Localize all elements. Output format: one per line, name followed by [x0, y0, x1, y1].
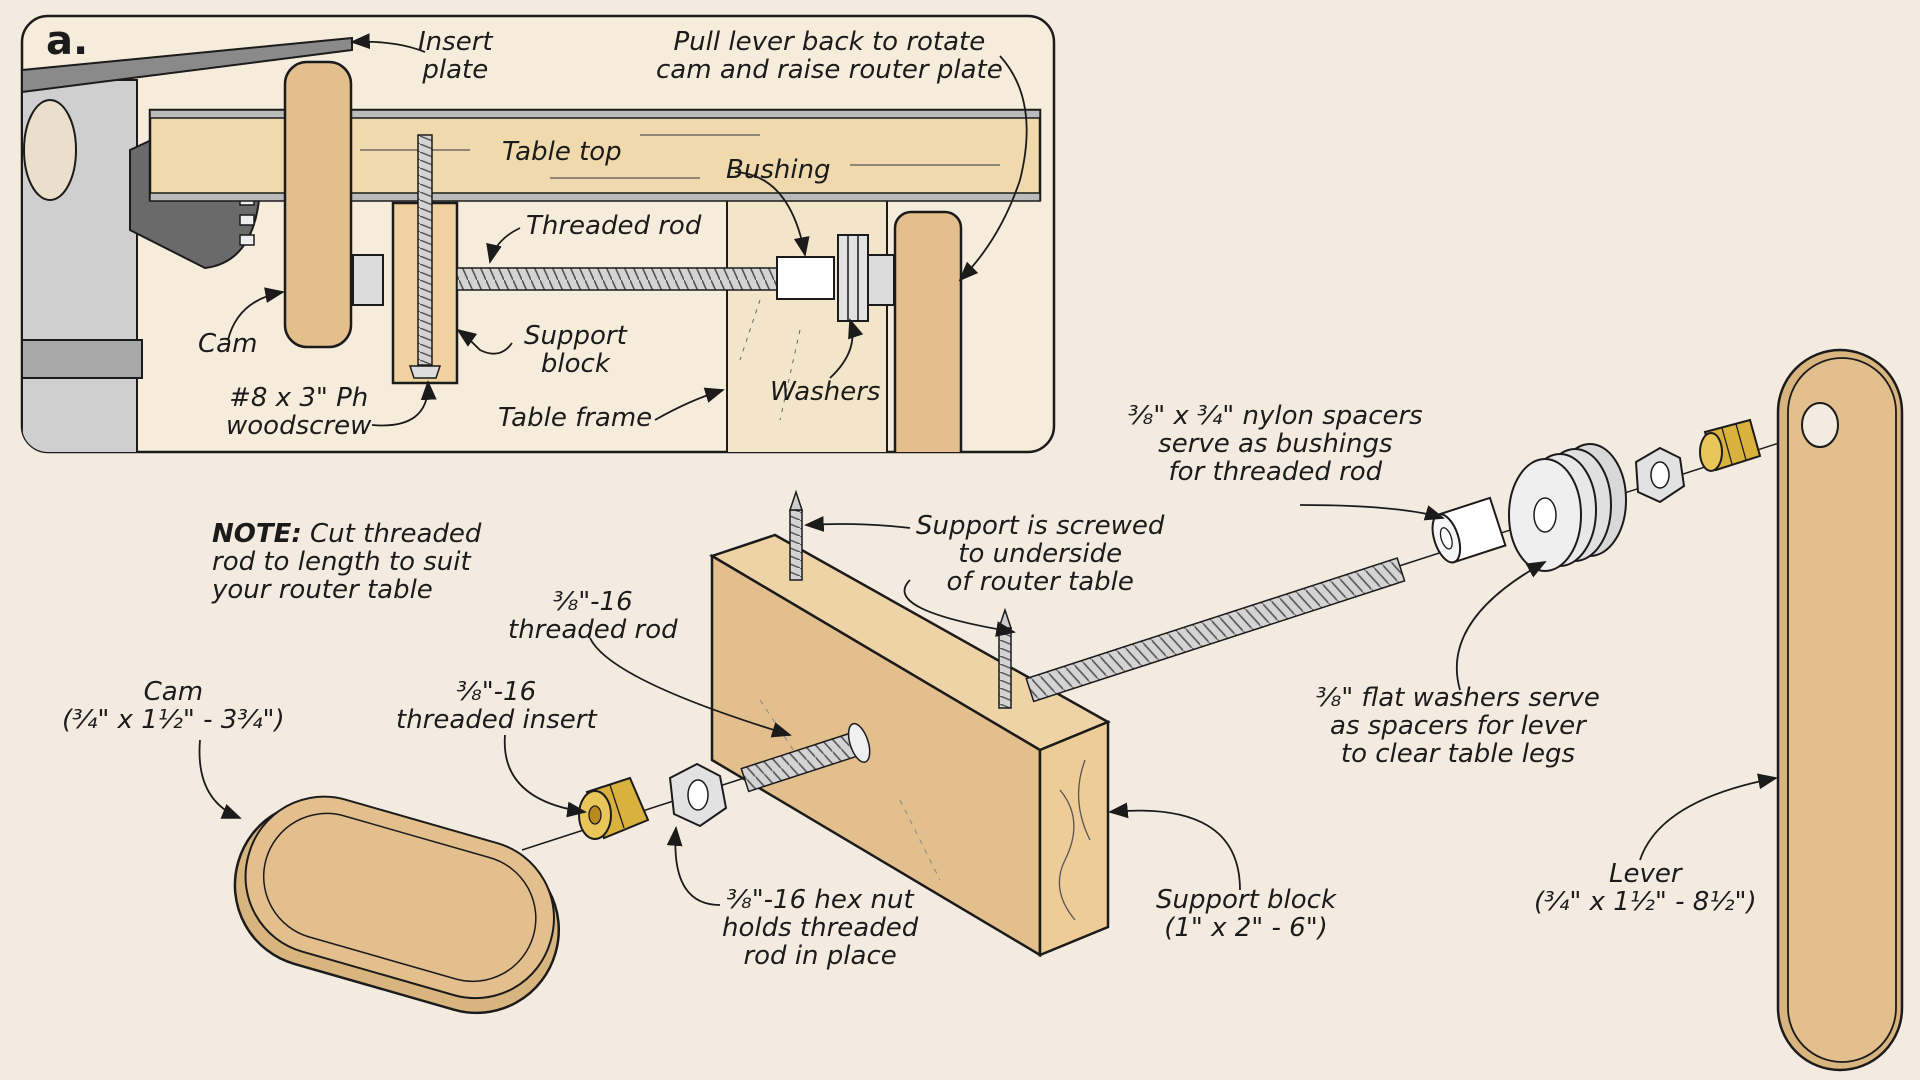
flat-washers: [1508, 443, 1627, 572]
inset-threaded-rod: [456, 267, 778, 291]
inset-insert-plate: [22, 36, 353, 94]
inset-washers: [837, 234, 869, 322]
label-lever: Lever(³⁄₄" x 1¹⁄₂" - 8¹⁄₂"): [1534, 859, 1757, 917]
inset-woodscrew: [417, 134, 433, 366]
threaded-insert-left: [578, 776, 650, 840]
label-cam: Cam(³⁄₄" x 1¹⁄₂" - 3³⁄₄"): [62, 677, 285, 735]
label-table-top: Table top: [502, 137, 622, 167]
nylon-spacer: [1431, 496, 1507, 564]
exploded-view: [198, 348, 1904, 1072]
hex-nut-left: [668, 762, 728, 828]
inset-cam: [283, 60, 353, 349]
inset-router: [22, 79, 138, 452]
label-cam-inset: Cam: [198, 329, 258, 359]
label-bushing: Bushing: [726, 155, 831, 185]
support-screw-left: [789, 509, 803, 581]
threaded-insert-right: [1699, 418, 1762, 472]
lever: [1776, 348, 1904, 1072]
support-screw-right: [998, 627, 1012, 709]
panel-letter: a.: [46, 18, 89, 64]
threaded-rod: [1025, 557, 1406, 703]
inset-lever: [893, 210, 963, 452]
threaded-rod-short: [740, 722, 871, 793]
hex-nut-right: [1634, 446, 1686, 504]
note-text: NOTE: Cut threaded rod to length to suit…: [212, 519, 482, 605]
cam: [233, 795, 561, 1015]
label-threaded-rod-inset: Threaded rod: [526, 211, 702, 241]
label-washers-inset: Washers: [770, 377, 881, 407]
label-support-block: Support block(1" x 2" - 6"): [1156, 885, 1337, 943]
inset-bushing: [776, 256, 835, 300]
label-table-frame: Table frame: [498, 403, 653, 433]
inset-panel: [20, 14, 1056, 454]
